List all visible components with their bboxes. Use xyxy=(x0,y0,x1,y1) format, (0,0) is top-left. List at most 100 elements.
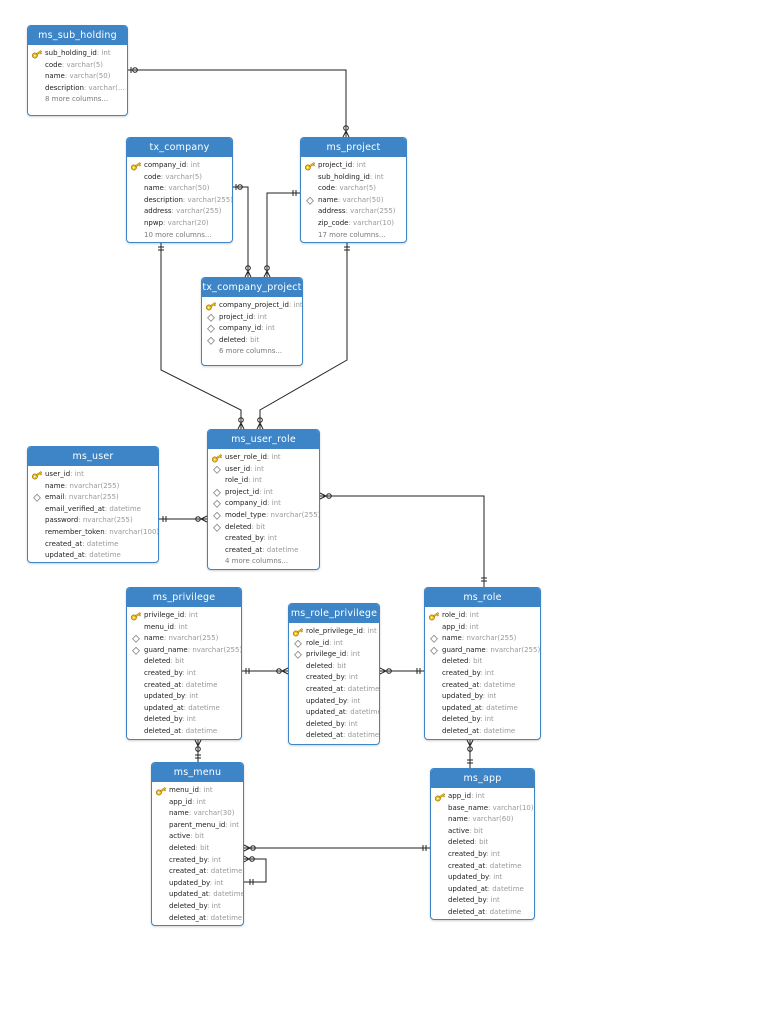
column-row[interactable]: project_id: int xyxy=(208,487,319,499)
column-row[interactable]: address: varchar(255) xyxy=(301,206,406,218)
column-row[interactable]: deleted: bit xyxy=(289,661,379,673)
column-row[interactable]: created_by: int xyxy=(208,533,319,545)
column-row[interactable]: deleted_by: int xyxy=(425,714,540,726)
column-row[interactable]: company_id: int xyxy=(202,323,302,335)
column-row[interactable]: updated_at: datetime xyxy=(28,550,158,562)
column-row[interactable]: remember_token: nvarchar(100) xyxy=(28,527,158,539)
column-row[interactable]: company_id: int xyxy=(127,160,232,172)
column-row[interactable]: created_at: datetime xyxy=(431,861,534,873)
column-row[interactable]: created_at: datetime xyxy=(127,680,241,692)
column-row[interactable]: deleted_by: int xyxy=(289,719,379,731)
column-row[interactable]: deleted_by: int xyxy=(127,714,241,726)
column-row[interactable]: guard_name: nvarchar(255) xyxy=(425,645,540,657)
more-columns-link[interactable]: 4 more columns... xyxy=(225,557,289,566)
column-row[interactable]: created_by: int xyxy=(431,849,534,861)
column-row[interactable]: parent_menu_id: int xyxy=(152,820,243,832)
more-columns-link[interactable]: 6 more columns... xyxy=(219,347,283,356)
column-row[interactable]: active: bit xyxy=(431,826,534,838)
column-row[interactable]: updated_by: int xyxy=(289,696,379,708)
column-row[interactable]: deleted_at: datetime xyxy=(289,730,379,742)
column-row[interactable]: deleted_at: datetime xyxy=(431,907,534,919)
column-row[interactable]: role_id: int xyxy=(208,475,319,487)
column-row[interactable]: address: varchar(255) xyxy=(127,206,232,218)
column-row[interactable]: zip_code: varchar(10) xyxy=(301,218,406,230)
column-row[interactable]: name: varchar(30) xyxy=(152,808,243,820)
column-row[interactable]: deleted_at: datetime xyxy=(425,726,540,738)
column-row[interactable]: deleted: bit xyxy=(425,656,540,668)
column-row[interactable]: updated_by: int xyxy=(425,691,540,703)
column-row[interactable]: updated_by: int xyxy=(127,691,241,703)
column-row[interactable]: company_project_id: int xyxy=(202,300,302,312)
column-row[interactable]: sub_holding_id: int xyxy=(301,172,406,184)
column-row[interactable]: deleted: bit xyxy=(127,656,241,668)
column-row[interactable]: email_verified_at: datetime xyxy=(28,504,158,516)
column-row[interactable]: updated_by: int xyxy=(152,878,243,890)
column-row[interactable]: user_id: int xyxy=(208,464,319,476)
column-row[interactable]: deleted: bit xyxy=(152,843,243,855)
column-row[interactable]: deleted_by: int xyxy=(152,901,243,913)
column-row[interactable]: deleted: bit xyxy=(431,837,534,849)
column-row[interactable]: code: varchar(5) xyxy=(28,60,127,72)
column-row[interactable]: password: nvarchar(255) xyxy=(28,515,158,527)
column-row[interactable]: role_privilege_id: int xyxy=(289,626,379,638)
more-columns-link[interactable]: 8 more columns... xyxy=(45,95,109,104)
column-row[interactable]: created_at: datetime xyxy=(425,680,540,692)
column-row[interactable]: email: nvarchar(255) xyxy=(28,492,158,504)
column-row[interactable]: created_at: datetime xyxy=(152,866,243,878)
column-row[interactable]: company_id: int xyxy=(208,498,319,510)
column-row[interactable]: base_name: varchar(10) xyxy=(431,803,534,815)
column-row[interactable]: name: nvarchar(255) xyxy=(127,633,241,645)
more-columns-link[interactable]: 17 more columns... xyxy=(318,230,386,239)
column-row[interactable]: project_id: int xyxy=(301,160,406,172)
column-row[interactable]: role_id: int xyxy=(289,638,379,650)
column-row[interactable]: created_at: datetime xyxy=(208,545,319,557)
column-row[interactable]: user_role_id: int xyxy=(208,452,319,464)
column-row[interactable]: app_id: int xyxy=(431,791,534,803)
column-row[interactable]: name: nvarchar(255) xyxy=(28,481,158,493)
column-row[interactable]: name: nvarchar(255) xyxy=(425,633,540,645)
column-row[interactable]: code: varchar(5) xyxy=(127,172,232,184)
more-columns-link[interactable]: 10 more columns... xyxy=(144,230,212,239)
column-row[interactable]: created_by: int xyxy=(127,668,241,680)
column-row[interactable]: active: bit xyxy=(152,831,243,843)
column-row[interactable]: name: varchar(50) xyxy=(301,195,406,207)
column-row[interactable]: name: varchar(60) xyxy=(431,814,534,826)
column-row[interactable]: created_by: int xyxy=(425,668,540,680)
column-row[interactable]: deleted_at: datetime xyxy=(127,726,241,738)
column-row[interactable]: deleted_at: datetime xyxy=(152,913,243,925)
column-row[interactable]: name: varchar(50) xyxy=(28,71,127,83)
column-row[interactable]: created_by: int xyxy=(152,855,243,867)
column-row[interactable]: project_id: int xyxy=(202,312,302,324)
column-row[interactable]: updated_at: datetime xyxy=(431,884,534,896)
column-row[interactable]: guard_name: nvarchar(255) xyxy=(127,645,241,657)
column-row[interactable]: updated_at: datetime xyxy=(289,707,379,719)
column-row[interactable]: updated_by: int xyxy=(431,872,534,884)
column-row[interactable]: role_id: int xyxy=(425,610,540,622)
column-row[interactable]: app_id: int xyxy=(152,797,243,809)
column-row[interactable]: created_at: datetime xyxy=(289,684,379,696)
column-row[interactable]: updated_at: datetime xyxy=(127,703,241,715)
column-row[interactable]: privilege_id: int xyxy=(127,610,241,622)
column-row[interactable]: npwp: varchar(20) xyxy=(127,218,232,230)
column-row[interactable]: updated_at: datetime xyxy=(152,889,243,901)
column-row[interactable]: user_id: int xyxy=(28,469,158,481)
column-row[interactable]: menu_id: int xyxy=(127,622,241,634)
column-row[interactable]: deleted: bit xyxy=(202,335,302,347)
column-row[interactable]: sub_holding_id: int xyxy=(28,48,127,60)
column-row[interactable]: deleted_by: int xyxy=(431,895,534,907)
column-row[interactable]: privilege_id: int xyxy=(289,649,379,661)
column-row[interactable]: description: varchar(... xyxy=(28,83,127,95)
column-row[interactable]: app_id: int xyxy=(425,622,540,634)
column-row[interactable]: model_type: nvarchar(255) xyxy=(208,510,319,522)
